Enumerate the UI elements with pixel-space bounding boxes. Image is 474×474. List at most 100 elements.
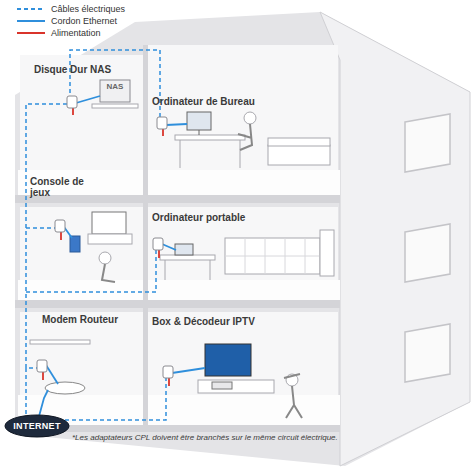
furniture — [99, 252, 111, 264]
furniture — [100, 80, 130, 102]
legend-line — [17, 8, 45, 10]
building — [320, 12, 470, 466]
power-cord — [168, 378, 170, 386]
legend-line — [17, 20, 45, 22]
floor-slab — [15, 300, 340, 308]
ethernet-cord — [76, 96, 100, 103]
furniture — [199, 130, 200, 135]
legend-row: Alimentation — [16, 28, 101, 38]
furniture — [244, 112, 256, 124]
building — [15, 12, 470, 466]
floor-slab — [143, 45, 148, 195]
room-floor — [18, 280, 340, 300]
legend-row: Câbles électriques — [16, 4, 125, 14]
device-name: Box & Décodeur IPTV — [152, 316, 282, 327]
power-cord — [72, 108, 74, 115]
window — [405, 224, 450, 282]
electric-cable — [26, 227, 58, 229]
device-name: Ordinateur portable — [152, 212, 272, 223]
furniture — [180, 140, 181, 168]
room-wall — [20, 312, 145, 395]
furniture — [30, 340, 90, 344]
cloud-oval: INTERNET — [4, 414, 70, 438]
power-cord — [43, 108, 169, 386]
furniture — [175, 244, 193, 255]
electric-cable — [26, 368, 166, 420]
cpl-adapter — [67, 96, 77, 108]
room-wall — [148, 312, 338, 395]
room-floor — [18, 170, 340, 425]
furniture — [238, 124, 252, 150]
furniture — [70, 236, 80, 252]
furniture — [225, 238, 320, 274]
legend-text: Alimentation — [51, 28, 101, 38]
legend-swatch — [16, 17, 46, 25]
legend-line — [17, 32, 45, 34]
furniture — [284, 374, 302, 418]
furniture — [212, 382, 232, 389]
furniture — [165, 260, 166, 280]
ethernet-cord — [38, 96, 205, 420]
electric-cable — [26, 104, 70, 368]
note: *Les adaptateurs CPL doivent être branch… — [72, 433, 452, 442]
furniture — [175, 135, 245, 140]
node-text: INTERNET — [4, 414, 70, 438]
furniture — [268, 145, 330, 165]
cpl-adapter — [55, 220, 65, 232]
window — [405, 114, 450, 382]
furniture — [92, 212, 126, 234]
cpl-adapter — [37, 360, 47, 372]
window — [405, 114, 450, 172]
device-name: Console de jeux — [30, 176, 85, 198]
device-name: Disque Dur NAS — [34, 64, 134, 75]
device-name: Modem Routeur — [42, 314, 132, 325]
furniture — [225, 238, 320, 274]
room-wall — [148, 207, 338, 280]
furniture — [205, 344, 251, 376]
power-cord — [60, 232, 62, 240]
electric-cable — [26, 50, 166, 420]
furniture — [160, 255, 215, 260]
cpl-adapter — [153, 238, 163, 250]
electric-cable — [70, 50, 160, 120]
furniture — [102, 264, 115, 282]
cpl-adapter — [37, 96, 173, 378]
power-cord — [42, 372, 44, 380]
furniture — [45, 382, 85, 394]
power-cord — [158, 250, 160, 258]
building — [15, 12, 470, 466]
furniture — [268, 138, 330, 146]
legend-text: Câbles électriques — [51, 4, 125, 14]
furniture — [198, 380, 274, 393]
legend-swatch — [16, 29, 46, 37]
furniture — [187, 112, 211, 130]
device-name: Ordinateur de Bureau — [152, 96, 282, 107]
floor-slab — [143, 203, 148, 300]
room-wall — [20, 207, 145, 280]
furniture — [320, 230, 334, 276]
ethernet-cord — [162, 244, 176, 250]
ethernet-cord — [172, 368, 205, 373]
legend-text: Cordon Ethernet — [51, 16, 117, 26]
power-cord — [162, 129, 164, 136]
floor-slab — [143, 308, 148, 425]
legend-row: Cordon Ethernet — [16, 16, 117, 26]
furniture — [92, 104, 138, 108]
floor-slab — [15, 45, 340, 432]
ethernet-cord — [166, 124, 187, 125]
legend-swatch — [16, 5, 46, 13]
device-label: NAS — [100, 82, 130, 91]
furniture — [240, 140, 241, 168]
room-wall — [148, 45, 338, 170]
furniture — [30, 80, 334, 418]
room-wall — [20, 45, 338, 395]
cpl-adapter — [163, 366, 173, 378]
room-wall — [20, 55, 145, 170]
furniture — [210, 260, 211, 280]
furniture — [88, 234, 132, 244]
cpl-adapter — [157, 117, 167, 129]
floor-slab — [15, 195, 340, 203]
electric-cable — [26, 248, 156, 292]
window — [405, 324, 450, 382]
